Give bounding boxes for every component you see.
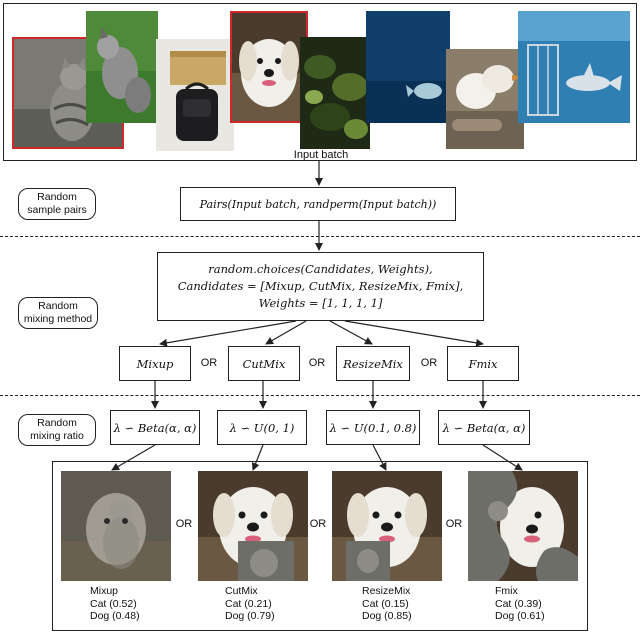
method-resizemix-label: ResizeMix	[343, 356, 403, 371]
ratio-fmix-box: λ ∽ Beta(α, α)	[438, 410, 530, 445]
choice-line-2: Candidates = [Mixup, CutMix, ResizeMix, …	[177, 279, 464, 293]
ratio-cutmix-box: λ ∽ U(0, 1)	[217, 410, 307, 445]
or-label-result-3: OR	[445, 518, 463, 530]
mixup-result-caption: Mixup Cat (0.52) Dog (0.48)	[90, 585, 170, 623]
ratio-fmix-label: λ ∽ Beta(α, α)	[442, 420, 526, 435]
fmix-result-dog: Dog (0.61)	[495, 610, 545, 622]
pairs-formula: Pairs(Input batch, randperm(Input batch)…	[199, 197, 437, 211]
fmix-result-method: Fmix	[495, 585, 518, 597]
mixing-ratio-step: Random mixing ratio	[18, 414, 96, 446]
cutmix-result-image	[198, 471, 308, 581]
backpack-photo	[156, 39, 234, 151]
ratio-mixup-box: λ ∽ Beta(α, α)	[110, 410, 200, 445]
separator-2	[0, 395, 640, 396]
cutmix-result-dog: Dog (0.79)	[225, 610, 275, 622]
or-label-result-1: OR	[175, 518, 193, 530]
resizemix-result-cat: Cat (0.15)	[362, 597, 409, 610]
method-mixup-box: Mixup	[119, 346, 191, 381]
method-cutmix-label: CutMix	[242, 356, 286, 371]
mixup-result-dog: Dog (0.48)	[90, 610, 140, 622]
cutmix-result-cat: Cat (0.21)	[225, 597, 272, 610]
method-fmix-label: Fmix	[468, 356, 498, 371]
plant-photo	[300, 37, 370, 149]
ratio-mixup-label: λ ∽ Beta(α, α)	[113, 420, 197, 435]
or-label-method-1: OR	[200, 357, 218, 369]
shark-cage-photo	[518, 11, 630, 123]
separator-1	[0, 236, 640, 237]
mixing-method-step: Random mixing method	[18, 297, 98, 329]
mixup-result-method: Mixup	[90, 585, 119, 597]
resizemix-result-image	[332, 471, 442, 581]
mixup-result-cat: Cat (0.52)	[90, 597, 137, 610]
resizemix-result-caption: ResizeMix Cat (0.15) Dog (0.85)	[362, 585, 442, 623]
mixing-ratio-label: Random mixing ratio	[30, 417, 84, 442]
choice-line-3: Weights = [1, 1, 1, 1]	[258, 296, 383, 310]
input-batch-label: Input batch	[293, 149, 349, 161]
method-fmix-box: Fmix	[447, 346, 519, 381]
shark-photo	[366, 11, 450, 123]
resizemix-result-method: ResizeMix	[362, 585, 411, 597]
sample-pairs-label: Random sample pairs	[27, 191, 87, 216]
method-resizemix-box: ResizeMix	[336, 346, 410, 381]
ratio-resizemix-label: λ ∽ U(0.1, 0.8)	[329, 420, 417, 435]
pairs-formula-box: Pairs(Input batch, randperm(Input batch)…	[180, 187, 456, 221]
fmix-result-caption: Fmix Cat (0.39) Dog (0.61)	[495, 585, 575, 623]
resizemix-result-dog: Dog (0.85)	[362, 610, 412, 622]
mixup-result-image	[61, 471, 171, 581]
input-batch-panel: Input batch	[3, 3, 637, 161]
ratio-cutmix-label: λ ∽ U(0, 1)	[229, 420, 295, 435]
or-label-method-2: OR	[308, 357, 326, 369]
fmix-result-cat: Cat (0.39)	[495, 597, 542, 610]
method-mixup-label: Mixup	[136, 356, 174, 371]
husky-photo	[86, 11, 158, 123]
cat-photo	[12, 37, 124, 149]
choice-line-1: random.choices(Candidates, Weights),	[208, 262, 433, 276]
method-cutmix-box: CutMix	[228, 346, 300, 381]
cutmix-result-method: CutMix	[225, 585, 258, 597]
or-label-method-3: OR	[420, 357, 438, 369]
fmix-result-image	[468, 471, 578, 581]
white-dog-photo	[230, 11, 308, 123]
mixing-method-label: Random mixing method	[23, 300, 93, 325]
choice-formula-box: random.choices(Candidates, Weights), Can…	[157, 252, 484, 321]
sample-pairs-step: Random sample pairs	[18, 188, 96, 220]
ratio-resizemix-box: λ ∽ U(0.1, 0.8)	[326, 410, 420, 445]
or-label-result-2: OR	[309, 518, 327, 530]
cutmix-result-caption: CutMix Cat (0.21) Dog (0.79)	[225, 585, 305, 623]
birds-photo	[446, 49, 524, 149]
